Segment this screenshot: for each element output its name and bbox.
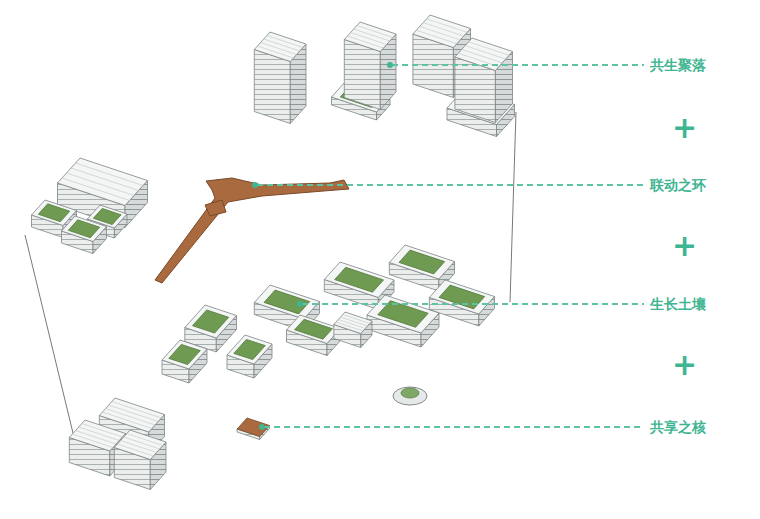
building-face: [254, 32, 306, 62]
building-face: [58, 158, 148, 206]
building-face: [99, 398, 164, 432]
building-face: [237, 418, 269, 437]
roof-grid: [72, 434, 113, 448]
building-face: [264, 290, 310, 314]
layer-label: 共享之核: [648, 418, 708, 436]
plus-sign: +: [670, 113, 699, 143]
layer-label: 联动之环: [648, 176, 708, 194]
building-face: [169, 344, 201, 364]
roof-grid: [71, 168, 139, 191]
roof-grid: [106, 409, 156, 426]
building-face: [193, 310, 229, 333]
building-face: [114, 430, 166, 460]
building-face: [389, 245, 454, 279]
building-face: [254, 50, 290, 124]
building-face: [38, 204, 70, 222]
building-face: [439, 285, 485, 309]
building-face: [227, 335, 272, 364]
roof-grid: [117, 444, 153, 456]
building-face: [413, 15, 471, 48]
roof-grid: [102, 412, 151, 429]
building-face: [254, 285, 319, 319]
building-face: [162, 340, 207, 369]
roof-grid: [109, 405, 159, 422]
building-face: [344, 22, 396, 52]
building-face: [62, 216, 107, 242]
roof-grid: [112, 402, 162, 419]
building-face: [185, 305, 237, 338]
plus-sign: +: [670, 350, 699, 380]
building-face: [324, 262, 394, 298]
building-face: [399, 250, 445, 274]
layer-label: 生长土壤: [648, 295, 708, 313]
building-face: [287, 315, 341, 344]
building-face: [68, 220, 100, 238]
roof-grid: [416, 30, 457, 44]
roof-grid: [336, 322, 363, 331]
plus-sign: +: [670, 231, 699, 261]
layer-label: 共生聚落: [648, 56, 708, 74]
building-face: [93, 208, 121, 224]
building-face: [335, 267, 384, 292]
building-face: [295, 319, 333, 339]
roof-grid: [76, 163, 144, 186]
roof-grid: [62, 178, 130, 201]
roof-grid: [347, 36, 383, 48]
roof-grid: [257, 46, 293, 58]
building-face: [234, 339, 265, 359]
building-face: [334, 312, 372, 334]
building-face: [367, 295, 439, 333]
roof-grid: [67, 173, 135, 196]
building-face: [429, 280, 494, 314]
